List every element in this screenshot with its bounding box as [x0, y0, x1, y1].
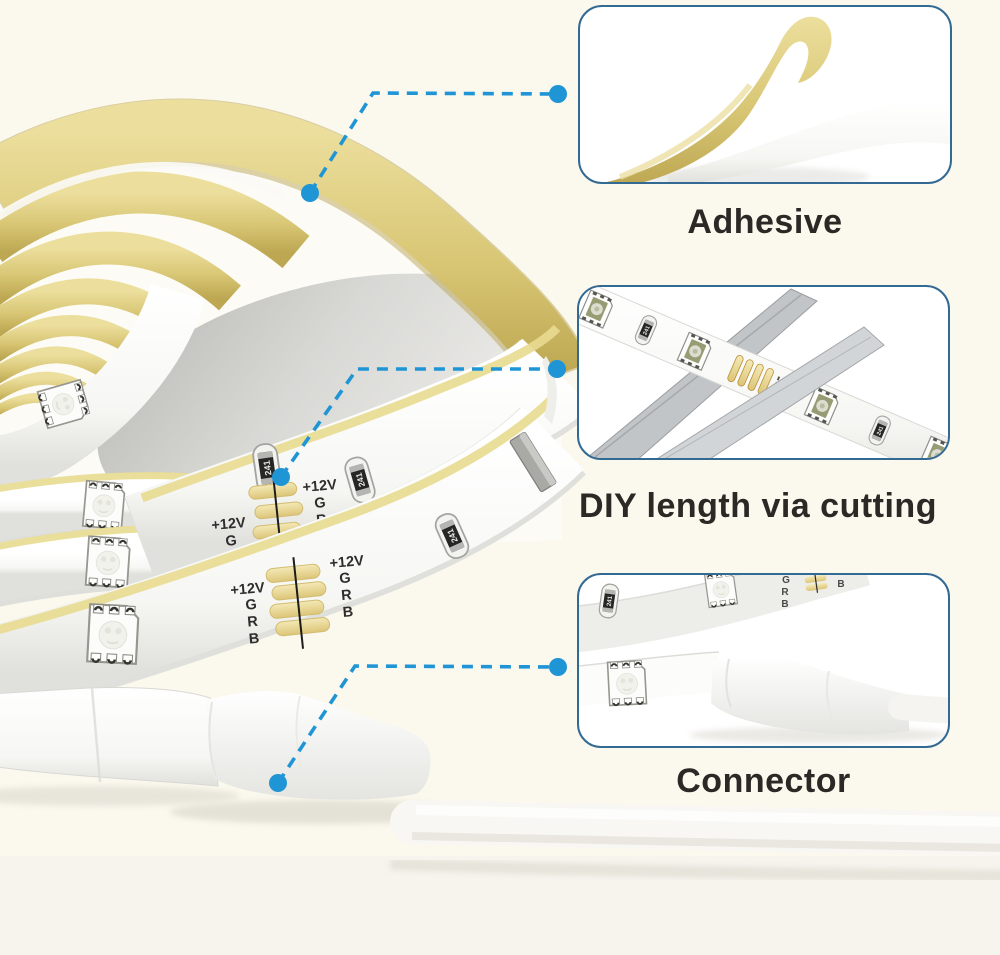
- adhesive-back-band: [0, 98, 591, 390]
- leader-line-adhesive: [308, 91, 559, 194]
- led-chip: [81, 479, 127, 531]
- channel-label: G: [314, 495, 327, 512]
- curl-highlight: [618, 83, 753, 180]
- cut-markings-left: +12V G R B: [230, 580, 266, 648]
- channel-label: B: [342, 604, 354, 621]
- cable-stub: [888, 694, 948, 724]
- channel-label: G: [782, 575, 790, 586]
- led-chip: [606, 659, 648, 707]
- leader-dot: [272, 468, 290, 486]
- channel-label: R: [341, 587, 353, 604]
- channel-label: B: [248, 631, 260, 648]
- shadow: [0, 786, 240, 806]
- callout-connector: G R B B: [577, 573, 950, 748]
- cut-point: [265, 557, 331, 649]
- leader-dot: [548, 360, 566, 378]
- leader-dot: [301, 184, 319, 202]
- voltage-label: +12V: [329, 553, 365, 572]
- inner-strip-band: [0, 283, 205, 492]
- strip-diagonal: [579, 287, 948, 458]
- callout-label: Connector: [676, 762, 851, 800]
- leader-dot: [269, 774, 287, 792]
- callout-adhesive: [578, 5, 952, 184]
- cut-markings-right: +12V G R B: [329, 553, 365, 621]
- led-chip: [85, 602, 141, 666]
- callout-label: DIY length via cutting: [579, 487, 937, 525]
- scissors-cutting-graphic: [579, 287, 948, 458]
- led-chip: [84, 535, 132, 589]
- channel-label: G: [225, 533, 238, 550]
- callout-cutting: [577, 285, 950, 460]
- led-chip-side: [509, 431, 557, 493]
- channel-label: B: [781, 599, 788, 610]
- strip-front: [579, 651, 721, 707]
- strip-behind: G R B B: [579, 575, 871, 653]
- callout-label: Adhesive: [687, 203, 843, 241]
- connector-graphic: G R B B: [579, 575, 948, 743]
- exit-strip: [0, 686, 219, 787]
- cut-point: [803, 575, 828, 593]
- leader-dot: [549, 658, 567, 676]
- voltage-label: +12V: [302, 477, 338, 496]
- connector-sleeve: [711, 656, 909, 735]
- voltage-label: +12V: [211, 515, 247, 534]
- strip-front: [668, 100, 950, 182]
- adhesive-peel-graphic: [606, 16, 950, 182]
- channel-label: G: [339, 570, 352, 587]
- leader-line-connector: [276, 664, 559, 784]
- led-chip: [703, 575, 739, 609]
- channel-label: R: [247, 614, 259, 631]
- strip-band-outer: +12V G R B +12V G R B: [0, 394, 586, 721]
- adhesive-liner-curl: [606, 16, 832, 182]
- channel-label: R: [781, 587, 789, 598]
- channel-label: G: [245, 597, 258, 614]
- voltage-label: +12V: [230, 580, 266, 599]
- leader-line-cutting: [279, 367, 557, 479]
- strip-connector: [206, 691, 431, 800]
- scissors-blade-front: [657, 326, 885, 458]
- power-cable: [389, 800, 1000, 882]
- leader-dot: [549, 85, 567, 103]
- channel-label: B: [837, 579, 844, 590]
